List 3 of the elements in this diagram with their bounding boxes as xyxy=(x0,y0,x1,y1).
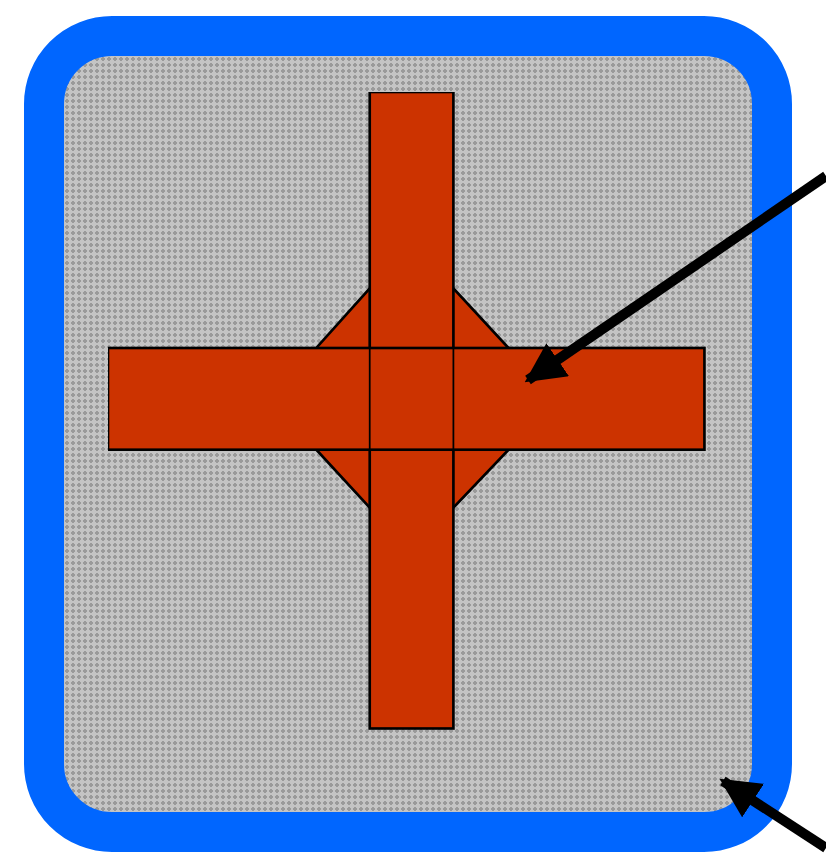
arrow xyxy=(524,171,826,385)
textured-panel xyxy=(24,16,792,852)
arrow xyxy=(719,776,826,853)
